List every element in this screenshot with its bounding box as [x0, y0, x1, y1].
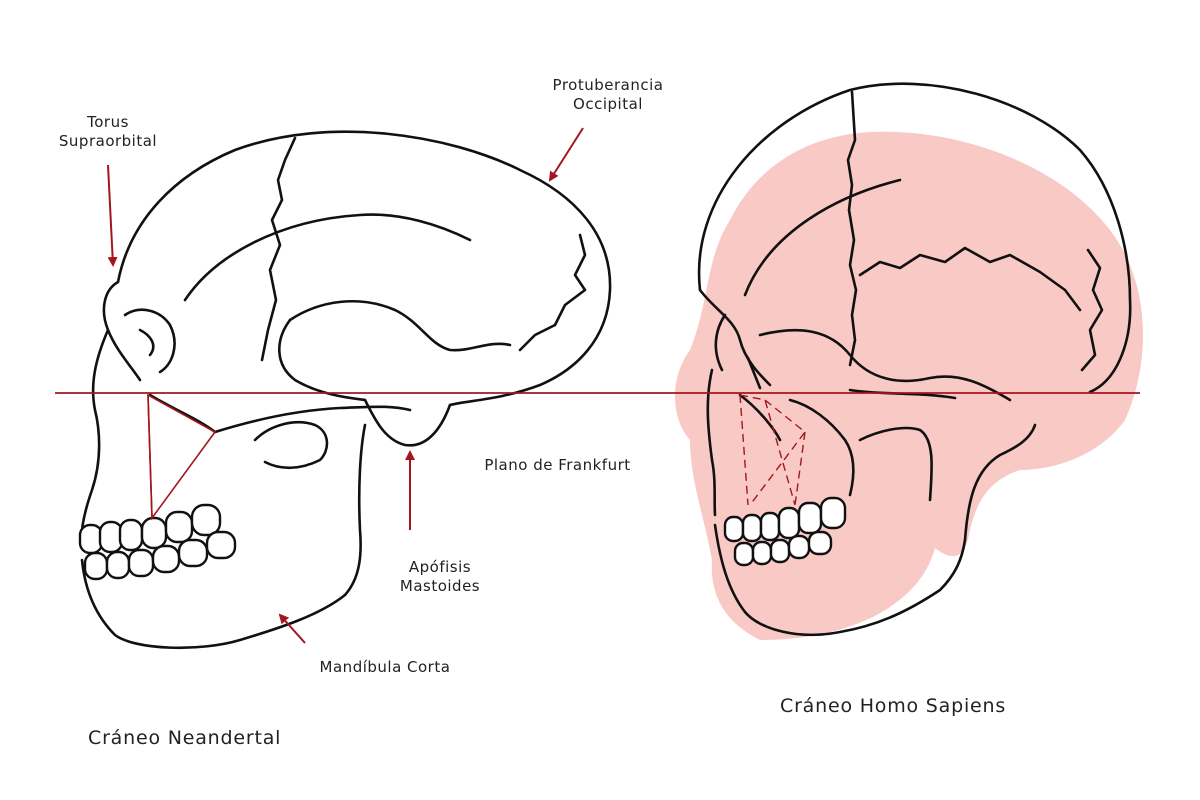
caption-sapiens: Cráneo Homo Sapiens [780, 695, 1007, 717]
torus-label-line-1: Torus [87, 113, 129, 131]
protuberancia-occipital-label: Protuberancia Occipital [540, 76, 676, 114]
torus-label-line-2: Supraorbital [58, 132, 158, 150]
sapiens-facial-triangles [739, 394, 806, 506]
mandibula-label-text: Mandíbula Corta [319, 658, 451, 676]
torus-arrow [107, 164, 118, 267]
neandertal-teeth [78, 503, 237, 581]
neandertal-facial-triangle [147, 393, 217, 521]
apofisis-label-line-2: Mastoides [399, 577, 481, 595]
torus-supraorbital-label: Torus Supraorbital [48, 113, 168, 151]
protuberancia-label-line-1: Protuberancia [552, 76, 664, 94]
neandertal-skull-outline [80, 130, 612, 650]
frankfurt-label-text: Plano de Frankfurt [484, 456, 631, 474]
protuberancia-label-line-2: Occipital [573, 95, 643, 113]
plano-frankfurt-label: Plano de Frankfurt [470, 456, 645, 475]
mandibula-corta-label: Mandíbula Corta [300, 658, 470, 677]
mandibula-arrow [278, 613, 306, 644]
apofisis-label-line-1: Apófisis [408, 558, 472, 576]
sapiens-teeth [723, 496, 847, 567]
apofisis-mastoides-label: Apófisis Mastoides [380, 558, 500, 596]
sapiens-skull-outline [697, 82, 1132, 637]
protuberancia-arrow [548, 127, 584, 182]
caption-neandertal: Cráneo Neandertal [88, 727, 282, 749]
